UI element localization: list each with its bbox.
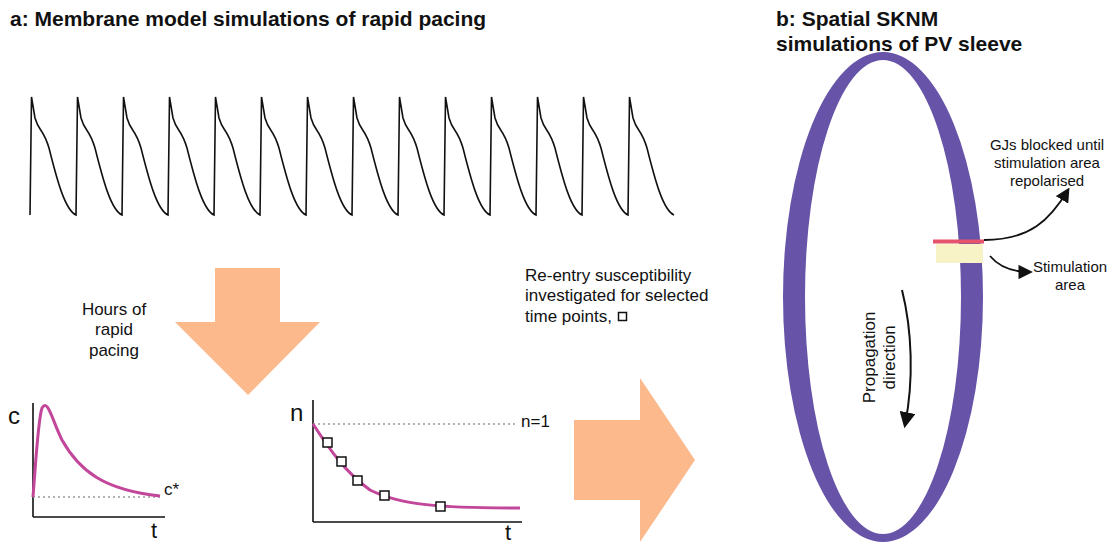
- axis-label-text: c*: [164, 480, 179, 499]
- panel-heading: b: Spatial SKNM simulations of PV sleeve: [776, 6, 1054, 56]
- n-plot: [313, 400, 522, 522]
- stimulation-area: [936, 244, 983, 263]
- step-label: Hours of rapid pacing: [72, 300, 156, 361]
- direction-label: Propagation direction: [860, 292, 901, 422]
- axis-label-text: n=1: [521, 412, 550, 431]
- axis-label-text: t: [151, 518, 157, 543]
- callout-label: Stimulation area: [1032, 258, 1108, 294]
- down-arrow: [175, 268, 320, 395]
- axis-label-text: n: [290, 399, 303, 426]
- axis-label: c: [8, 402, 28, 431]
- callout-label: GJs blocked until stimulation area repol…: [986, 136, 1108, 190]
- panel-heading-text: b: Spatial SKNM simulations of PV sleeve: [776, 7, 1022, 55]
- axis-label: c*: [164, 480, 188, 500]
- right-arrow: [574, 378, 695, 542]
- action-potential-path: [30, 97, 674, 215]
- step-label: Re-entry susceptibility investigated for…: [525, 266, 735, 327]
- callout-label-text: Stimulation area: [1033, 258, 1107, 293]
- axis-label-text: t: [505, 520, 511, 545]
- axis-label: n: [290, 399, 310, 428]
- step-label-text: Hours of rapid pacing: [82, 300, 146, 360]
- leader-arrow: [990, 256, 1030, 272]
- action-potential-trace: [30, 97, 674, 215]
- direction-label-text: Propagation direction: [860, 312, 899, 404]
- c-plot: [33, 403, 165, 517]
- gap-junction-block: [933, 240, 984, 244]
- propagation-arrow: [902, 290, 911, 425]
- axis-label: t: [505, 520, 519, 545]
- panel-heading-text: a: Membrane model simulations of rapid p…: [10, 7, 486, 30]
- panel-heading: a: Membrane model simulations of rapid p…: [10, 6, 570, 31]
- pv-sleeve-ring: [783, 52, 983, 542]
- leader-arrow: [984, 190, 1068, 240]
- callout-label-text: GJs blocked until stimulation area repol…: [990, 136, 1104, 189]
- axis-label: t: [151, 518, 165, 544]
- axis-label: n=1: [521, 412, 565, 432]
- step-label-text: Re-entry susceptibility investigated for…: [525, 266, 708, 326]
- axis-label-text: c: [8, 402, 20, 429]
- time-point-marker: [617, 311, 629, 323]
